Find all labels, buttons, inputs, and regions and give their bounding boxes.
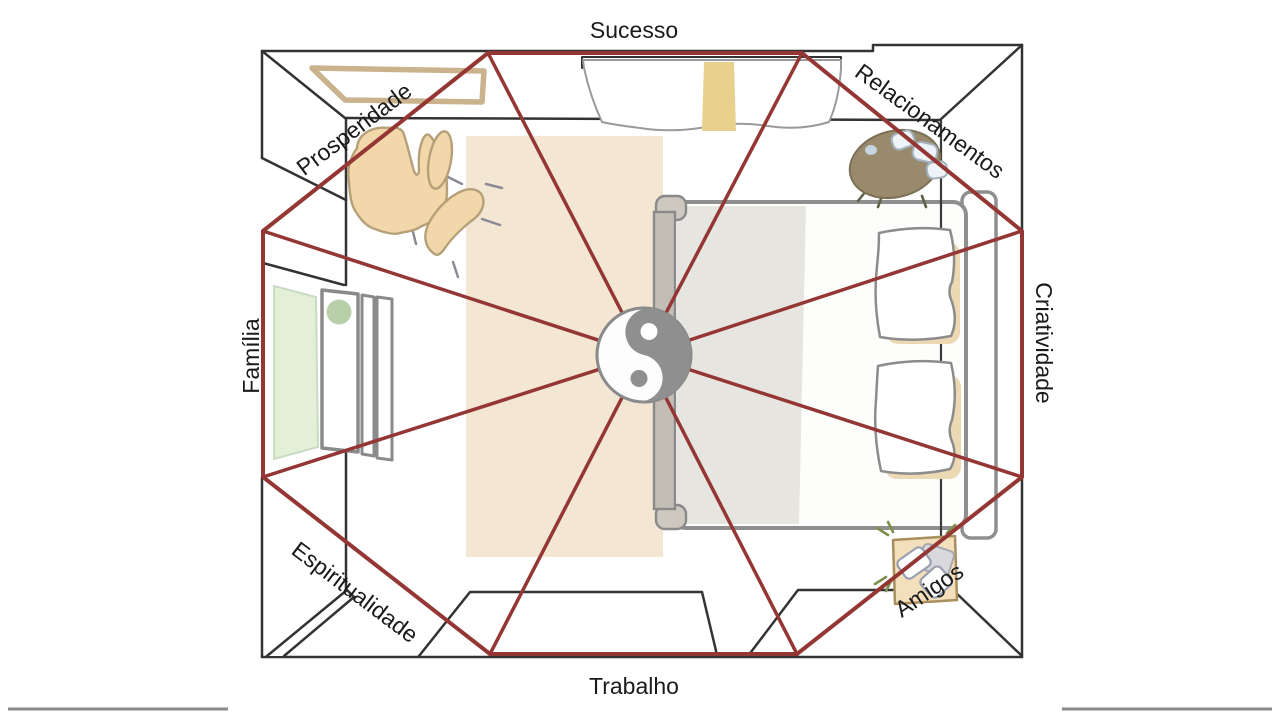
wall-band-bottom-left [417, 590, 719, 658]
wardrobe-door-right [375, 295, 394, 462]
wardrobe-mirror [273, 284, 320, 461]
wall-left-slant-lower [261, 261, 346, 287]
wall-outer-top [260, 43, 1024, 53]
bagua-map [261, 51, 1024, 656]
yin-yang-icon [595, 306, 693, 404]
bagua-label-criatividade: Criatividade [1031, 282, 1057, 403]
armchair-1-seat [347, 126, 449, 235]
bagua-spokes [261, 51, 1024, 656]
plant-bud-small [865, 145, 877, 155]
wall-left-slant-upper [260, 156, 348, 202]
armchair-1 [347, 126, 464, 246]
wardrobe-knob [326, 299, 352, 325]
nightstand-item-2 [919, 565, 953, 599]
bagua-label-sucesso: Sucesso [590, 17, 678, 43]
wall-corner-top-left [260, 49, 347, 120]
armchair-2-back [426, 130, 454, 190]
door-leaf-bottom-left [265, 588, 356, 658]
wall-picture-frame [309, 65, 487, 105]
pillow-1 [874, 226, 956, 342]
wardrobe-door-mid [360, 293, 376, 458]
wall-corner-top-right [938, 43, 1024, 122]
armchair-2 [424, 130, 504, 279]
wardrobe-door-left [320, 288, 360, 454]
bagua-label-familia: Família [238, 318, 264, 394]
wall-band-bottom-right [746, 588, 1024, 658]
bed-duvet [677, 206, 806, 524]
bagua-label-trabalho: Trabalho [589, 673, 679, 699]
window-curtain [582, 59, 842, 132]
curtain-accent-panel [702, 62, 736, 131]
bed-pillows [873, 226, 961, 479]
pillow-2 [873, 359, 956, 475]
wardrobe [273, 284, 394, 462]
armchair-2-seat [424, 188, 485, 256]
